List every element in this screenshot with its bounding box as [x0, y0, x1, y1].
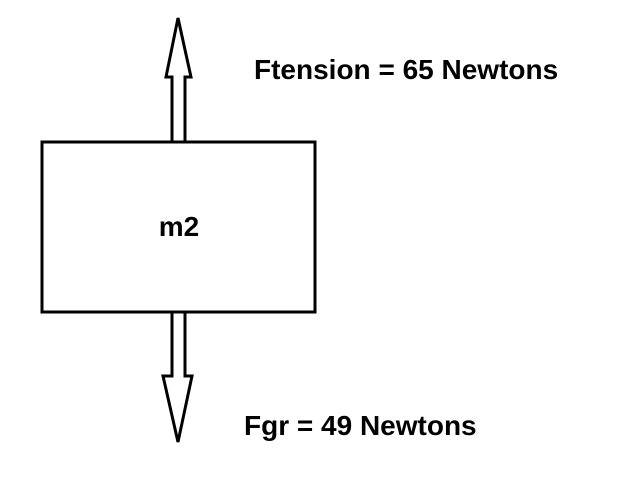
mass-block [40, 140, 317, 314]
mass-label-text: m2 [158, 211, 200, 242]
tension-arrow [164, 17, 193, 144]
mass-label: m2 [42, 142, 316, 312]
gravity-force-label: Fgr = 49 Newtons [244, 410, 477, 441]
tension-force-label: Ftension = 65 Newtons [254, 54, 559, 85]
gravity-arrow [161, 310, 194, 443]
